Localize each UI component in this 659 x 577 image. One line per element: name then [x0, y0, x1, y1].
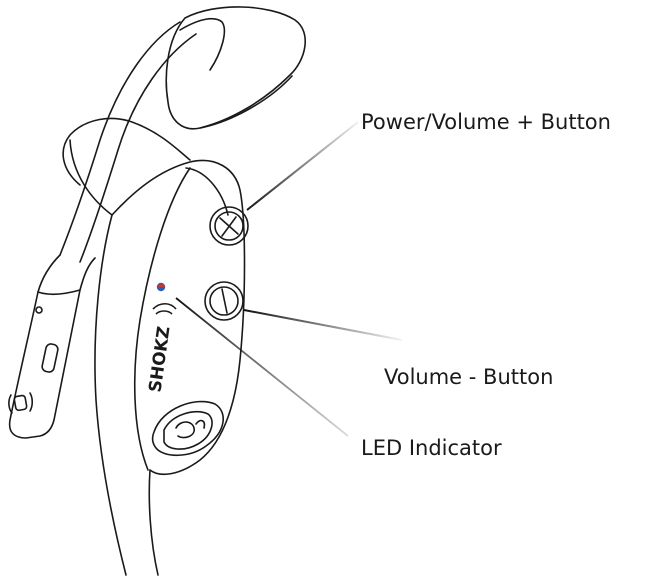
- housing-face: [185, 167, 229, 216]
- leader-line-power: [246, 121, 359, 211]
- brand-logo: SHOKZ: [146, 325, 175, 394]
- minus-icon: [221, 288, 228, 314]
- leader-line-led: [175, 297, 349, 437]
- neckband-outer: [94, 214, 127, 576]
- body-back-lower: [69, 139, 113, 216]
- microphone-icon: [8, 392, 34, 414]
- ear-hook-wire-inner: [79, 33, 197, 263]
- label-volume-down: Volume - Button: [384, 365, 554, 389]
- ear-pad-edge: [199, 75, 293, 129]
- minus-button: [204, 281, 244, 321]
- mic-hole: [35, 306, 43, 314]
- charging-port-icon: [41, 343, 59, 373]
- plus-icon: [219, 216, 239, 237]
- label-led-indicator: LED Indicator: [361, 436, 502, 460]
- ear-pad-inner: [179, 17, 226, 71]
- ear-pad-top: [165, 6, 306, 130]
- ear-hook-wire: [59, 21, 181, 256]
- led-indicator-icon: [156, 282, 166, 292]
- leader-line-volume-down: [243, 309, 403, 341]
- brand-logo-text: SHOKZ: [146, 325, 175, 394]
- body-back: [62, 117, 191, 186]
- plus-button: [209, 206, 249, 246]
- neckband-inner: [148, 469, 159, 576]
- housing-inner: [133, 167, 191, 471]
- main-housing: [111, 159, 246, 476]
- label-power-volume-up: Power/Volume + Button: [361, 110, 611, 134]
- bottom-logo-pad: [151, 400, 224, 457]
- shokz-sound-icon: [175, 419, 206, 439]
- mic-arm: [8, 254, 96, 439]
- mic-arm-edge: [37, 289, 81, 295]
- brand-logo-sound-icon: [152, 302, 177, 315]
